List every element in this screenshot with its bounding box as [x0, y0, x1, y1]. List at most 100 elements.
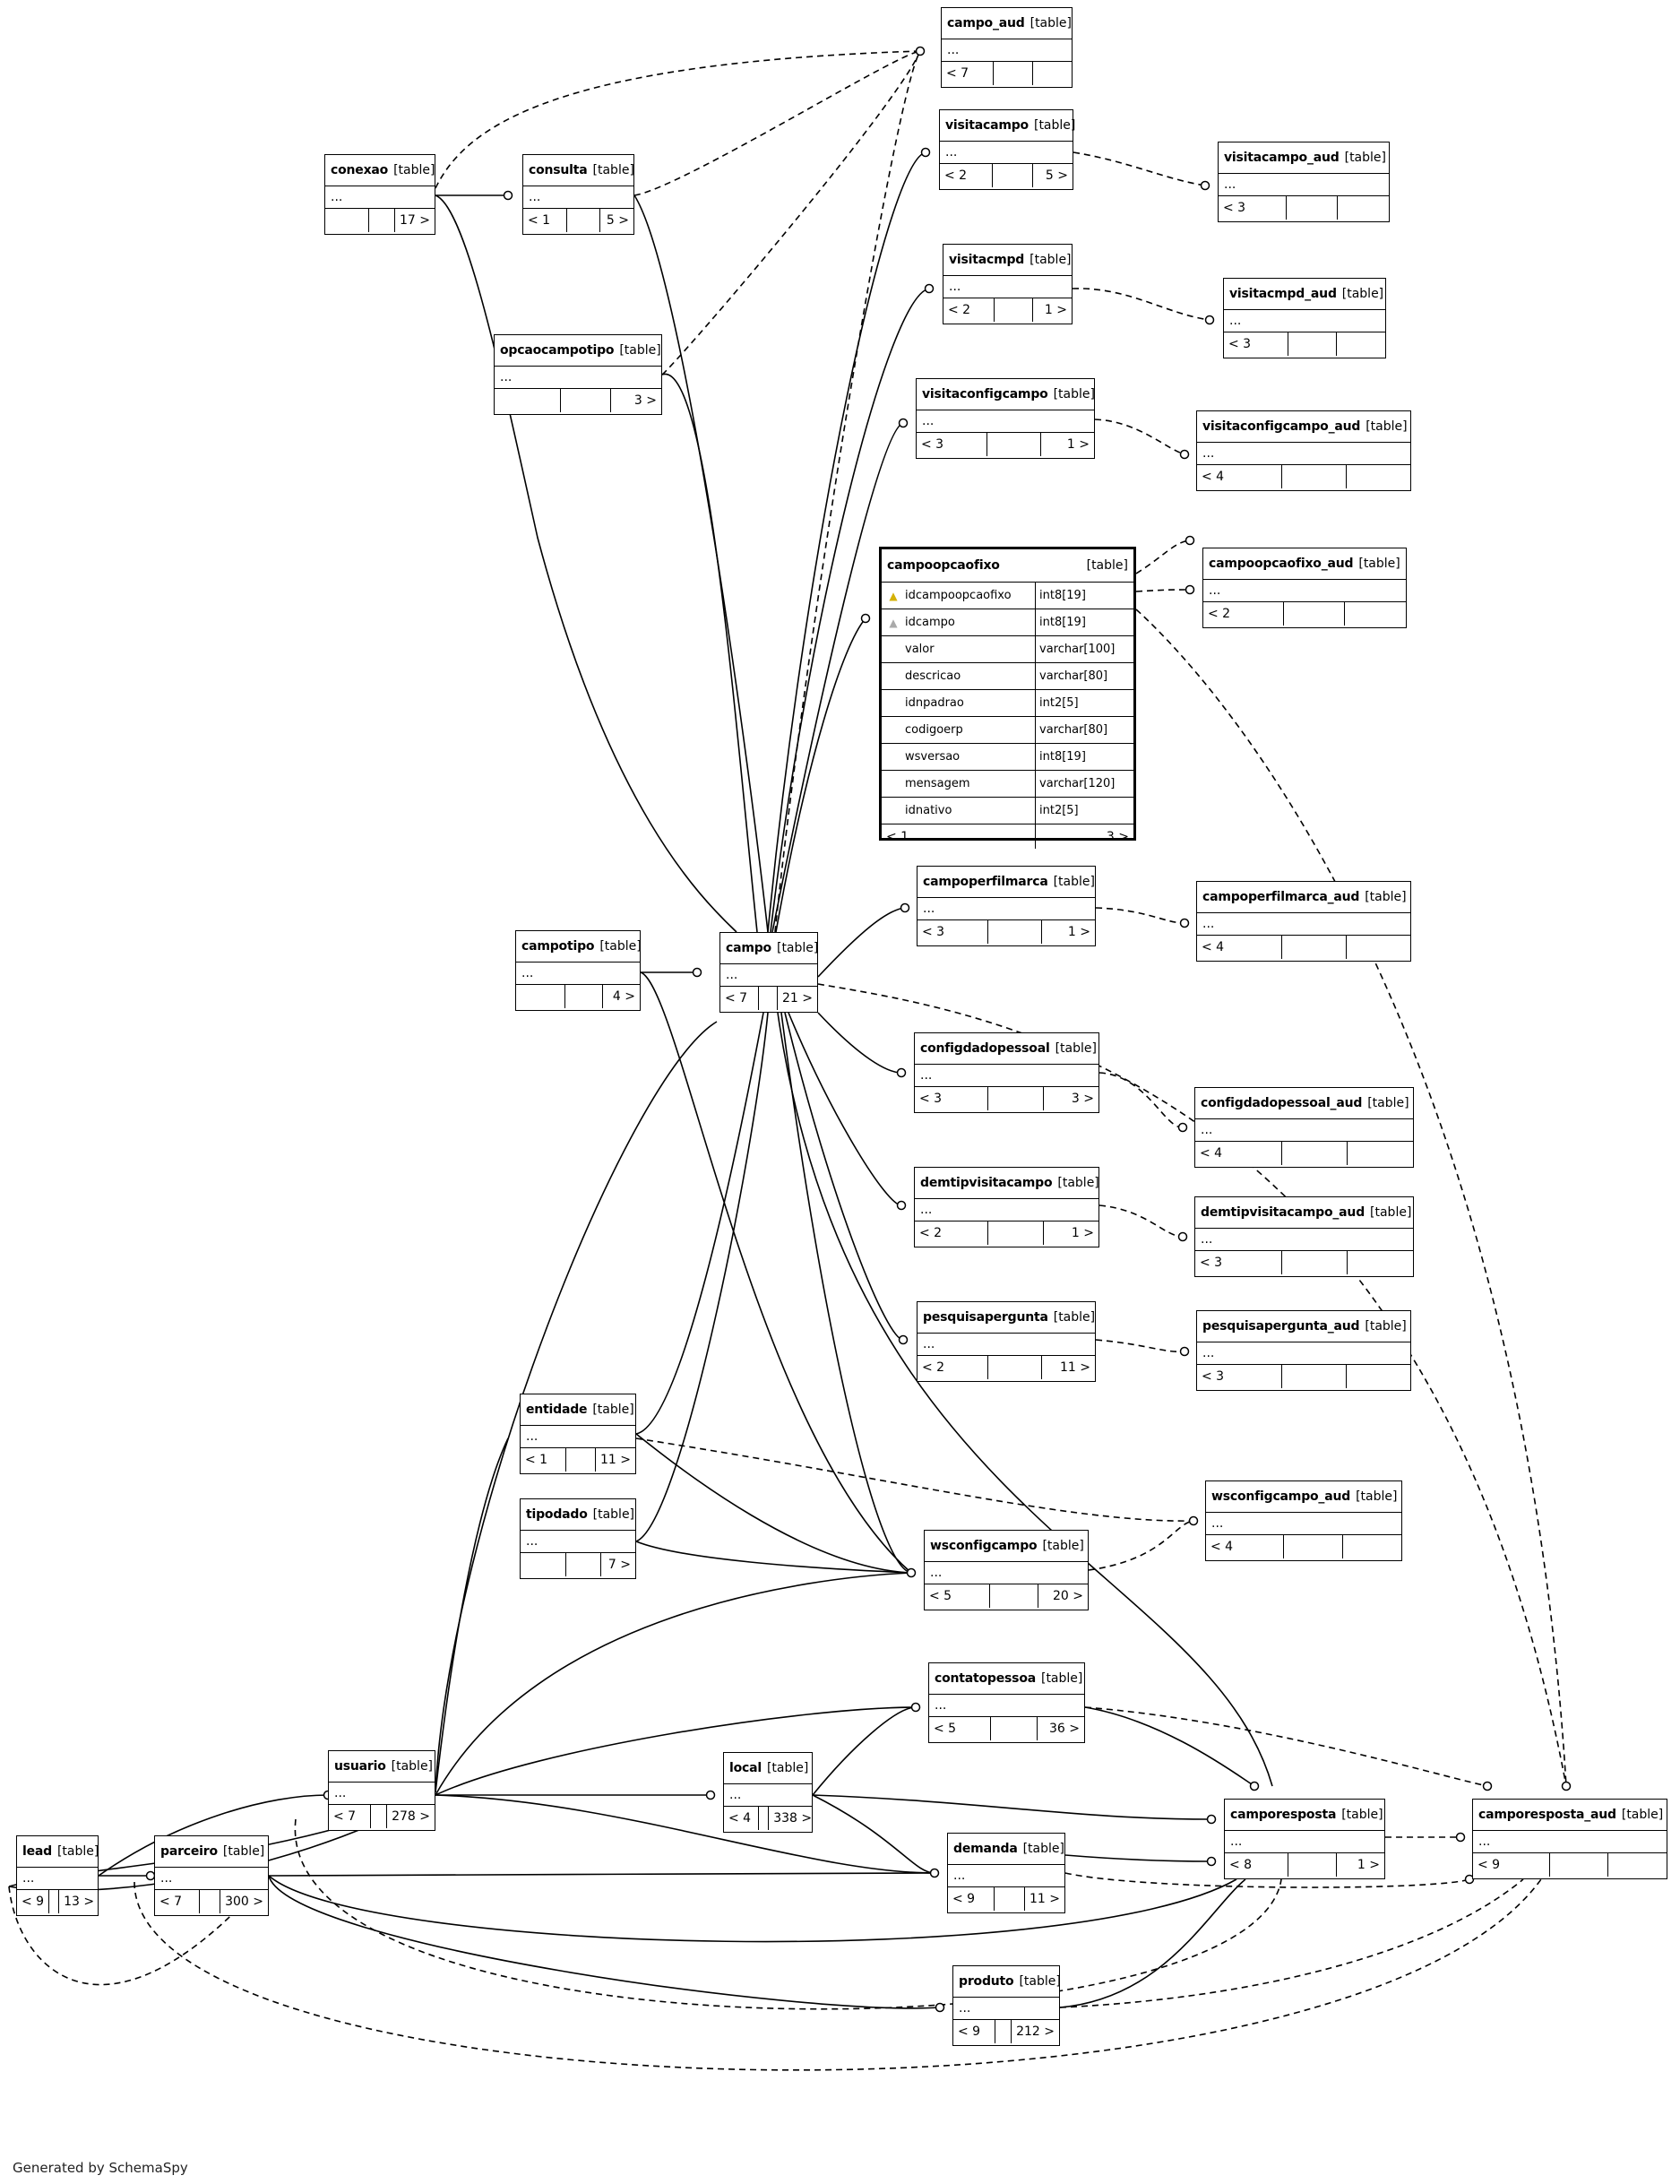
children-count[interactable]: 7 >	[607, 1558, 631, 1572]
parents-count[interactable]: < 7	[720, 987, 760, 1010]
children-count[interactable]: 1 >	[1066, 437, 1090, 452]
columns-collapsed[interactable]: ...	[1195, 1119, 1413, 1142]
table-camporesposta-aud[interactable]: camporesposta_aud[table] ... < 9	[1472, 1799, 1667, 1879]
columns-collapsed[interactable]: ...	[953, 1998, 1059, 2020]
parents-count[interactable]: < 9	[948, 1887, 995, 1911]
columns-collapsed[interactable]: ...	[915, 1199, 1098, 1221]
parents-count[interactable]: < 9	[17, 1890, 50, 1913]
children-count[interactable]: 1 >	[1067, 925, 1090, 939]
table-opcaocampotipo[interactable]: opcaocampotipo[table] ... 3 >	[494, 334, 662, 415]
columns-collapsed[interactable]: ...	[1219, 174, 1389, 196]
parents-count[interactable]	[516, 985, 566, 1008]
parents-count[interactable]: < 3	[1224, 332, 1288, 356]
columns-collapsed[interactable]: ...	[724, 1784, 812, 1807]
table-tipodado[interactable]: tipodado[table] ... 7 >	[520, 1498, 636, 1579]
table-visitacmpd-aud[interactable]: visitacmpd_aud[table] ... < 3	[1223, 278, 1386, 358]
parents-count[interactable]: < 2	[918, 1356, 989, 1379]
children-count[interactable]: 5 >	[1045, 168, 1068, 183]
columns-collapsed[interactable]: ...	[940, 142, 1073, 164]
children-count[interactable]	[1345, 602, 1406, 626]
columns-collapsed[interactable]: ...	[929, 1695, 1084, 1717]
children-count[interactable]: 1 >	[1044, 303, 1067, 317]
columns-collapsed[interactable]: ...	[329, 1783, 435, 1805]
children-count[interactable]: 300 >	[225, 1895, 263, 1909]
columns-collapsed[interactable]: ...	[720, 964, 817, 987]
table-configdadopessoal-aud[interactable]: configdadopessoal_aud[table] ... < 4	[1194, 1087, 1414, 1168]
children-count[interactable]	[1033, 62, 1073, 85]
columns-collapsed[interactable]: ...	[917, 410, 1094, 433]
children-count[interactable]: 20 >	[1053, 1589, 1083, 1603]
parents-count[interactable]: < 4	[1197, 936, 1283, 959]
children-count[interactable]	[1337, 332, 1385, 356]
parents-count[interactable]	[495, 389, 562, 412]
parents-count[interactable]: < 5	[929, 1717, 992, 1740]
table-visitacampo-aud[interactable]: visitacampo_aud[table] ... < 3	[1218, 142, 1390, 222]
children-count[interactable]: 212 >	[1016, 2024, 1055, 2039]
children-count[interactable]	[1338, 196, 1389, 220]
parents-count[interactable]	[521, 1553, 567, 1576]
children-count[interactable]: 3 >	[1071, 1092, 1094, 1106]
parents-count[interactable]: < 7	[942, 62, 994, 85]
table-wsconfigcampo-aud[interactable]: wsconfigcampo_aud[table] ... < 4	[1205, 1480, 1402, 1561]
table-demtipvisitacampo-aud[interactable]: demtipvisitacampo_aud[table] ... < 3	[1194, 1196, 1414, 1277]
parents-count[interactable]: < 2	[1203, 602, 1285, 626]
children-count[interactable]	[1348, 1251, 1413, 1274]
columns-collapsed[interactable]: ...	[1203, 580, 1406, 602]
columns-collapsed[interactable]: ...	[1473, 1831, 1667, 1853]
children-count[interactable]: 338 >	[773, 1811, 813, 1826]
children-count[interactable]: 4 >	[612, 989, 635, 1004]
columns-collapsed[interactable]: ...	[521, 1531, 635, 1553]
parents-count[interactable]: < 8	[1225, 1853, 1289, 1877]
parents-count[interactable]: < 1	[523, 209, 568, 232]
parents-count[interactable]: < 3	[917, 433, 988, 456]
parents-count[interactable]: < 7	[329, 1805, 372, 1828]
children-count[interactable]	[1347, 936, 1410, 959]
columns-collapsed[interactable]: ...	[925, 1562, 1088, 1584]
children-count[interactable]: 5 >	[606, 213, 629, 228]
table-conexao[interactable]: conexao[table] ... 17 >	[324, 154, 435, 235]
children-count[interactable]: 1 >	[1357, 1858, 1380, 1872]
children-count[interactable]: 3 >	[1106, 829, 1129, 844]
table-campoopcaofixo-aud[interactable]: campoopcaofixo_aud[table] ... < 2	[1202, 548, 1407, 628]
columns-collapsed[interactable]: ...	[155, 1868, 268, 1890]
columns-collapsed[interactable]: ...	[495, 367, 661, 389]
parents-count[interactable]: < 1	[882, 824, 1036, 849]
columns-collapsed[interactable]: ...	[942, 39, 1072, 62]
parents-count[interactable]: < 5	[925, 1584, 990, 1608]
parents-count[interactable]: < 2	[915, 1221, 988, 1245]
columns-collapsed[interactable]: ...	[943, 276, 1072, 298]
columns-collapsed[interactable]: ...	[516, 963, 640, 985]
table-campo-aud[interactable]: campo_aud[table] ... < 7	[941, 7, 1073, 88]
children-count[interactable]: 21 >	[782, 991, 813, 1006]
parents-count[interactable]: < 3	[1195, 1251, 1283, 1274]
parents-count[interactable]: < 4	[1197, 465, 1283, 488]
columns-collapsed[interactable]: ...	[1206, 1513, 1401, 1535]
columns-collapsed[interactable]: ...	[1225, 1831, 1384, 1853]
children-count[interactable]	[1347, 1365, 1410, 1388]
columns-collapsed[interactable]: ...	[523, 186, 633, 209]
table-campoperfilmarca-aud[interactable]: campoperfilmarca_aud[table] ... < 4	[1196, 881, 1411, 962]
children-count[interactable]	[1343, 1535, 1401, 1558]
children-count[interactable]: 11 >	[600, 1453, 631, 1467]
parents-count[interactable]: < 3	[915, 1087, 988, 1110]
parents-count[interactable]: < 1	[521, 1448, 567, 1472]
table-campotipo[interactable]: campotipo[table] ... 4 >	[515, 930, 642, 1011]
